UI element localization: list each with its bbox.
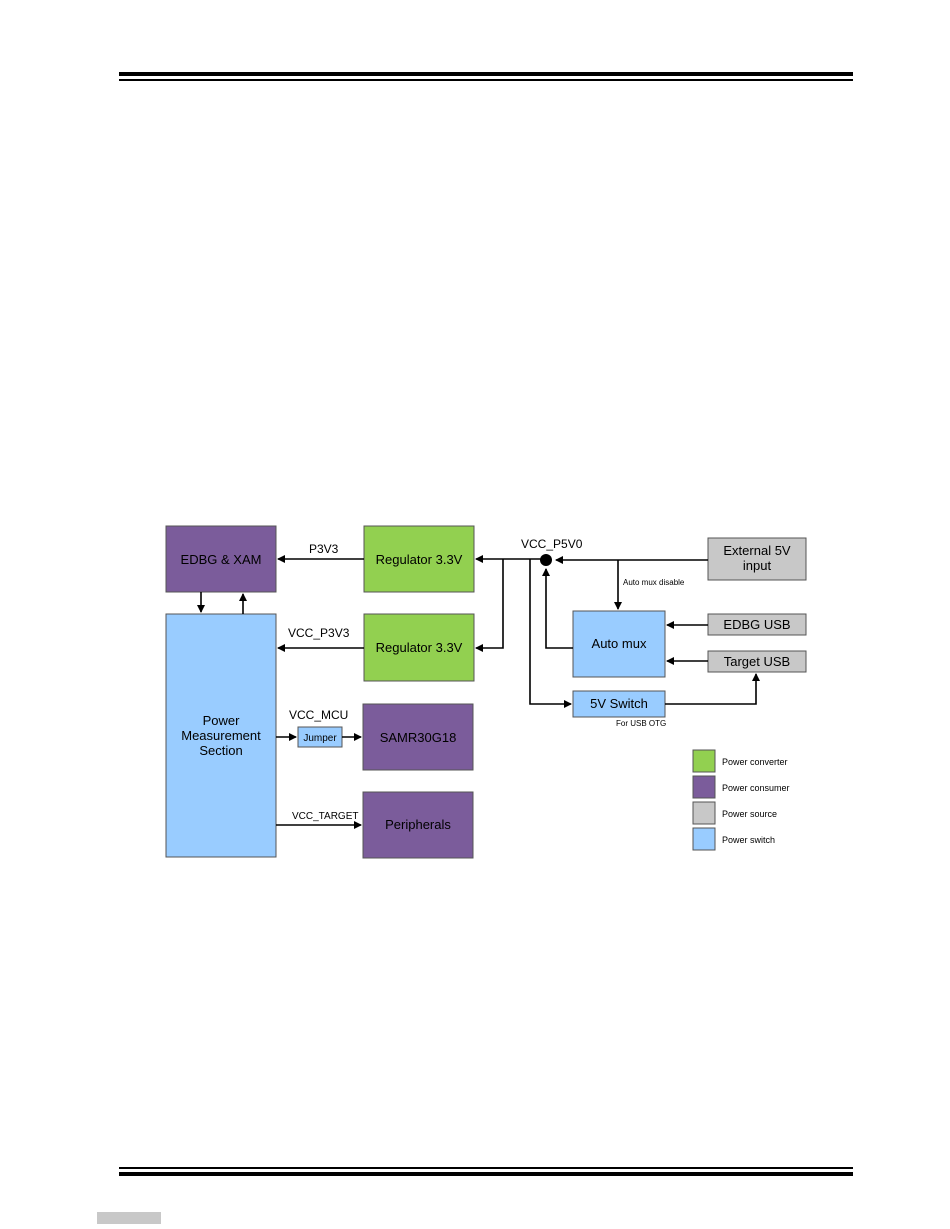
external-5v-block: External 5V input (708, 538, 806, 580)
net-label-vcc-target: VCC_TARGET (292, 811, 359, 822)
power-measurement-line-1: Power (203, 713, 241, 728)
auto-mux-label: Auto mux (592, 636, 647, 651)
legend-label-converter: Power converter (722, 757, 788, 767)
switch-5v-block: 5V Switch (573, 691, 665, 717)
regulator-1-label: Regulator 3.3V (376, 552, 463, 567)
jumper-block: Jumper (298, 727, 342, 747)
legend-swatch-consumer (693, 776, 715, 798)
power-measurement-line-2: Measurement (181, 728, 261, 743)
edbg-xam-block: EDBG & XAM (166, 526, 276, 592)
legend: Power converter Power consumer Power sou… (693, 750, 790, 850)
legend-swatch-source (693, 802, 715, 824)
peripherals-block: Peripherals (363, 792, 473, 858)
edbg-usb-block: EDBG USB (708, 614, 806, 635)
external-5v-line-2: input (743, 558, 772, 573)
regulator-2-label: Regulator 3.3V (376, 640, 463, 655)
legend-swatch-converter (693, 750, 715, 772)
note-for-usb-otg: For USB OTG (616, 719, 666, 728)
net-label-vcc-p3v3: VCC_P3V3 (288, 626, 350, 640)
page-tab (97, 1212, 161, 1224)
p5v0-to-regulator-2-arrow (476, 559, 503, 648)
p5v0-to-switch-arrow (530, 559, 571, 704)
power-measurement-block: Power Measurement Section (166, 614, 276, 857)
legend-label-source: Power source (722, 809, 777, 819)
footer-rule-thin (119, 1167, 853, 1169)
net-label-vcc-p5v0: VCC_P5V0 (521, 537, 583, 551)
note-auto-mux-disable: Auto mux disable (623, 578, 685, 587)
edbg-xam-label: EDBG & XAM (181, 552, 262, 567)
jumper-label: Jumper (303, 733, 337, 744)
samr-block: SAMR30G18 (363, 704, 473, 770)
switch-to-target-usb-arrow (665, 674, 756, 704)
legend-label-consumer: Power consumer (722, 783, 790, 793)
target-usb-label: Target USB (724, 654, 790, 669)
legend-swatch-switch (693, 828, 715, 850)
samr-label: SAMR30G18 (380, 730, 457, 745)
net-label-p3v3: P3V3 (309, 542, 339, 556)
target-usb-block: Target USB (708, 651, 806, 672)
legend-label-switch: Power switch (722, 835, 775, 845)
regulator-block-2: Regulator 3.3V (364, 614, 474, 681)
external-5v-line-1: External 5V (723, 543, 791, 558)
power-measurement-line-3: Section (199, 743, 242, 758)
mux-to-node-arrow (546, 569, 573, 648)
peripherals-label: Peripherals (385, 817, 451, 832)
vcc-p5v0-node (540, 554, 552, 566)
net-label-vcc-mcu: VCC_MCU (289, 708, 348, 722)
connection-lines (201, 559, 756, 825)
footer-rule-thick (119, 1172, 853, 1176)
switch-5v-label: 5V Switch (590, 696, 648, 711)
edbg-usb-label: EDBG USB (723, 617, 790, 632)
regulator-block-1: Regulator 3.3V (364, 526, 474, 592)
auto-mux-block: Auto mux (573, 611, 665, 677)
